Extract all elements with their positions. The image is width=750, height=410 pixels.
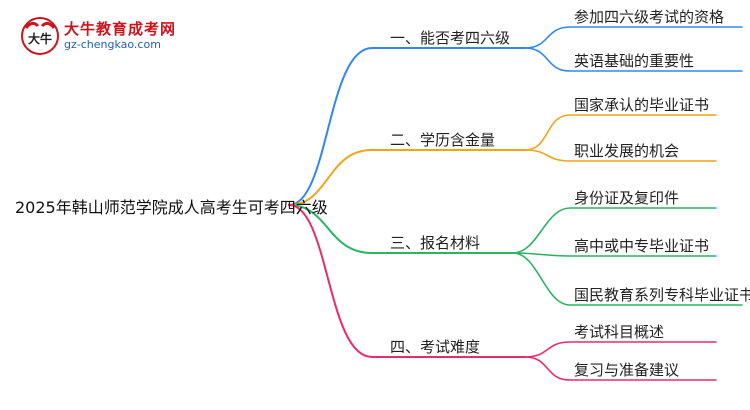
connector-lines	[288, 26, 743, 381]
branch-connector	[288, 47, 526, 206]
leaf-connector	[524, 114, 717, 151]
svg-text:大牛: 大牛	[28, 31, 52, 46]
branch-label: 一、能否考四六级	[390, 29, 511, 47]
branch-connector	[288, 204, 526, 358]
leaf-connector	[524, 341, 717, 358]
leaf-connector	[524, 26, 743, 49]
logo-url: gz-chengkao.com	[64, 38, 161, 51]
leaf-connector	[512, 252, 743, 306]
leaf-label: 职业发展的机会	[574, 142, 680, 160]
branch-label: 三、报名材料	[390, 234, 481, 252]
leaf-connector	[512, 207, 717, 254]
leaf-label: 考试科目概述	[574, 323, 665, 341]
branch-label: 四、考试难度	[390, 338, 481, 356]
leaf-label: 参加四六级考试的资格	[574, 8, 725, 26]
leaf-connector	[524, 149, 717, 162]
leaf-label: 身份证及复印件	[574, 189, 680, 207]
leaf-connector	[524, 47, 743, 72]
bull-logo-icon: 大牛	[21, 17, 59, 55]
root-node: 2025年韩山师范学院成人高考生可考四六级	[15, 198, 328, 217]
leaf-connector	[524, 356, 717, 381]
logo-title: 大牛教育成考网	[64, 20, 177, 38]
site-logo[interactable]: 大牛 大牛教育成考网 gz-chengkao.com	[20, 16, 240, 56]
leaf-label: 复习与准备建议	[574, 361, 680, 379]
branch-connector	[288, 149, 526, 206]
branch-label: 二、学历含金量	[390, 131, 496, 149]
leaf-label: 英语基础的重要性	[574, 52, 695, 70]
leaf-label: 高中或中专毕业证书	[574, 237, 710, 255]
leaf-label: 国家承认的毕业证书	[574, 96, 710, 114]
leaf-label: 国民教育系列专科毕业证书	[574, 286, 750, 304]
leaf-connector	[512, 252, 717, 257]
branch-connector	[288, 204, 514, 254]
